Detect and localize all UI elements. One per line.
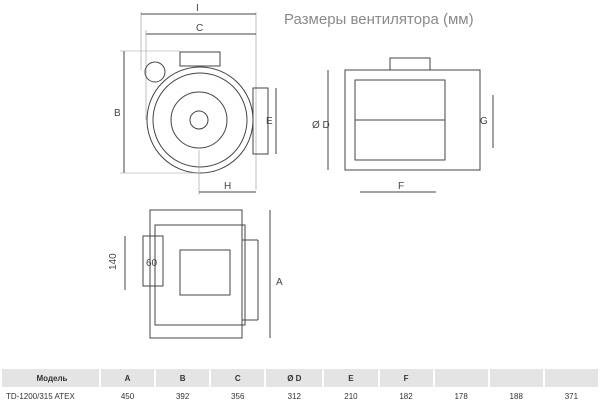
column-header: A xyxy=(101,369,155,387)
table-header-row: Модель A B C Ø D E F xyxy=(2,369,598,387)
front-view: I C B E H xyxy=(114,3,277,195)
dim-label-a: A xyxy=(276,277,283,288)
table-cell: 371 xyxy=(564,391,579,401)
table-cell: 312 xyxy=(287,391,302,401)
table-cell: 356 xyxy=(231,391,245,401)
dim-label-h: H xyxy=(224,181,231,192)
column-header: F xyxy=(379,369,433,387)
column-header: E xyxy=(324,369,378,387)
column-header xyxy=(544,369,598,387)
table-cell: 182 xyxy=(399,391,413,401)
dim-label-b: B xyxy=(114,108,121,119)
dim-label-g: G xyxy=(480,116,488,127)
top-view: 140 60 A xyxy=(108,209,283,339)
column-header: Модель xyxy=(2,369,99,387)
column-header xyxy=(434,369,488,387)
column-header: B xyxy=(156,369,210,387)
diagram-title: Размеры вентилятора (мм) xyxy=(284,11,474,28)
column-header: C xyxy=(211,369,265,387)
dim-label-140: 140 xyxy=(108,253,119,270)
dim-label-c: C xyxy=(196,23,203,34)
table-row: TD-1200/315 ATEX 450 392 356 312 210 182… xyxy=(2,387,598,405)
dim-label-60: 60 xyxy=(146,258,158,269)
fan-dimension-drawing: I C B E H Ø D G F 140 60 A xyxy=(108,3,494,339)
table-cell: 210 xyxy=(344,391,358,401)
table-cell: 450 xyxy=(120,391,135,401)
column-header xyxy=(489,369,543,387)
table-cell: 178 xyxy=(454,391,468,401)
dim-label-f: F xyxy=(398,181,404,192)
dim-label-d: Ø D xyxy=(312,120,330,131)
dim-label-i: I xyxy=(196,3,199,14)
column-header: Ø D xyxy=(266,369,323,387)
dimensions-table: Модель A B C Ø D E F TD-1200/315 ATEX 45… xyxy=(0,369,600,405)
table-cell: 392 xyxy=(175,391,190,401)
table-cell: 188 xyxy=(509,391,523,401)
table-cell: TD-1200/315 ATEX xyxy=(6,391,75,401)
dim-label-e: E xyxy=(266,116,273,127)
side-view: Ø D G F xyxy=(312,57,494,193)
